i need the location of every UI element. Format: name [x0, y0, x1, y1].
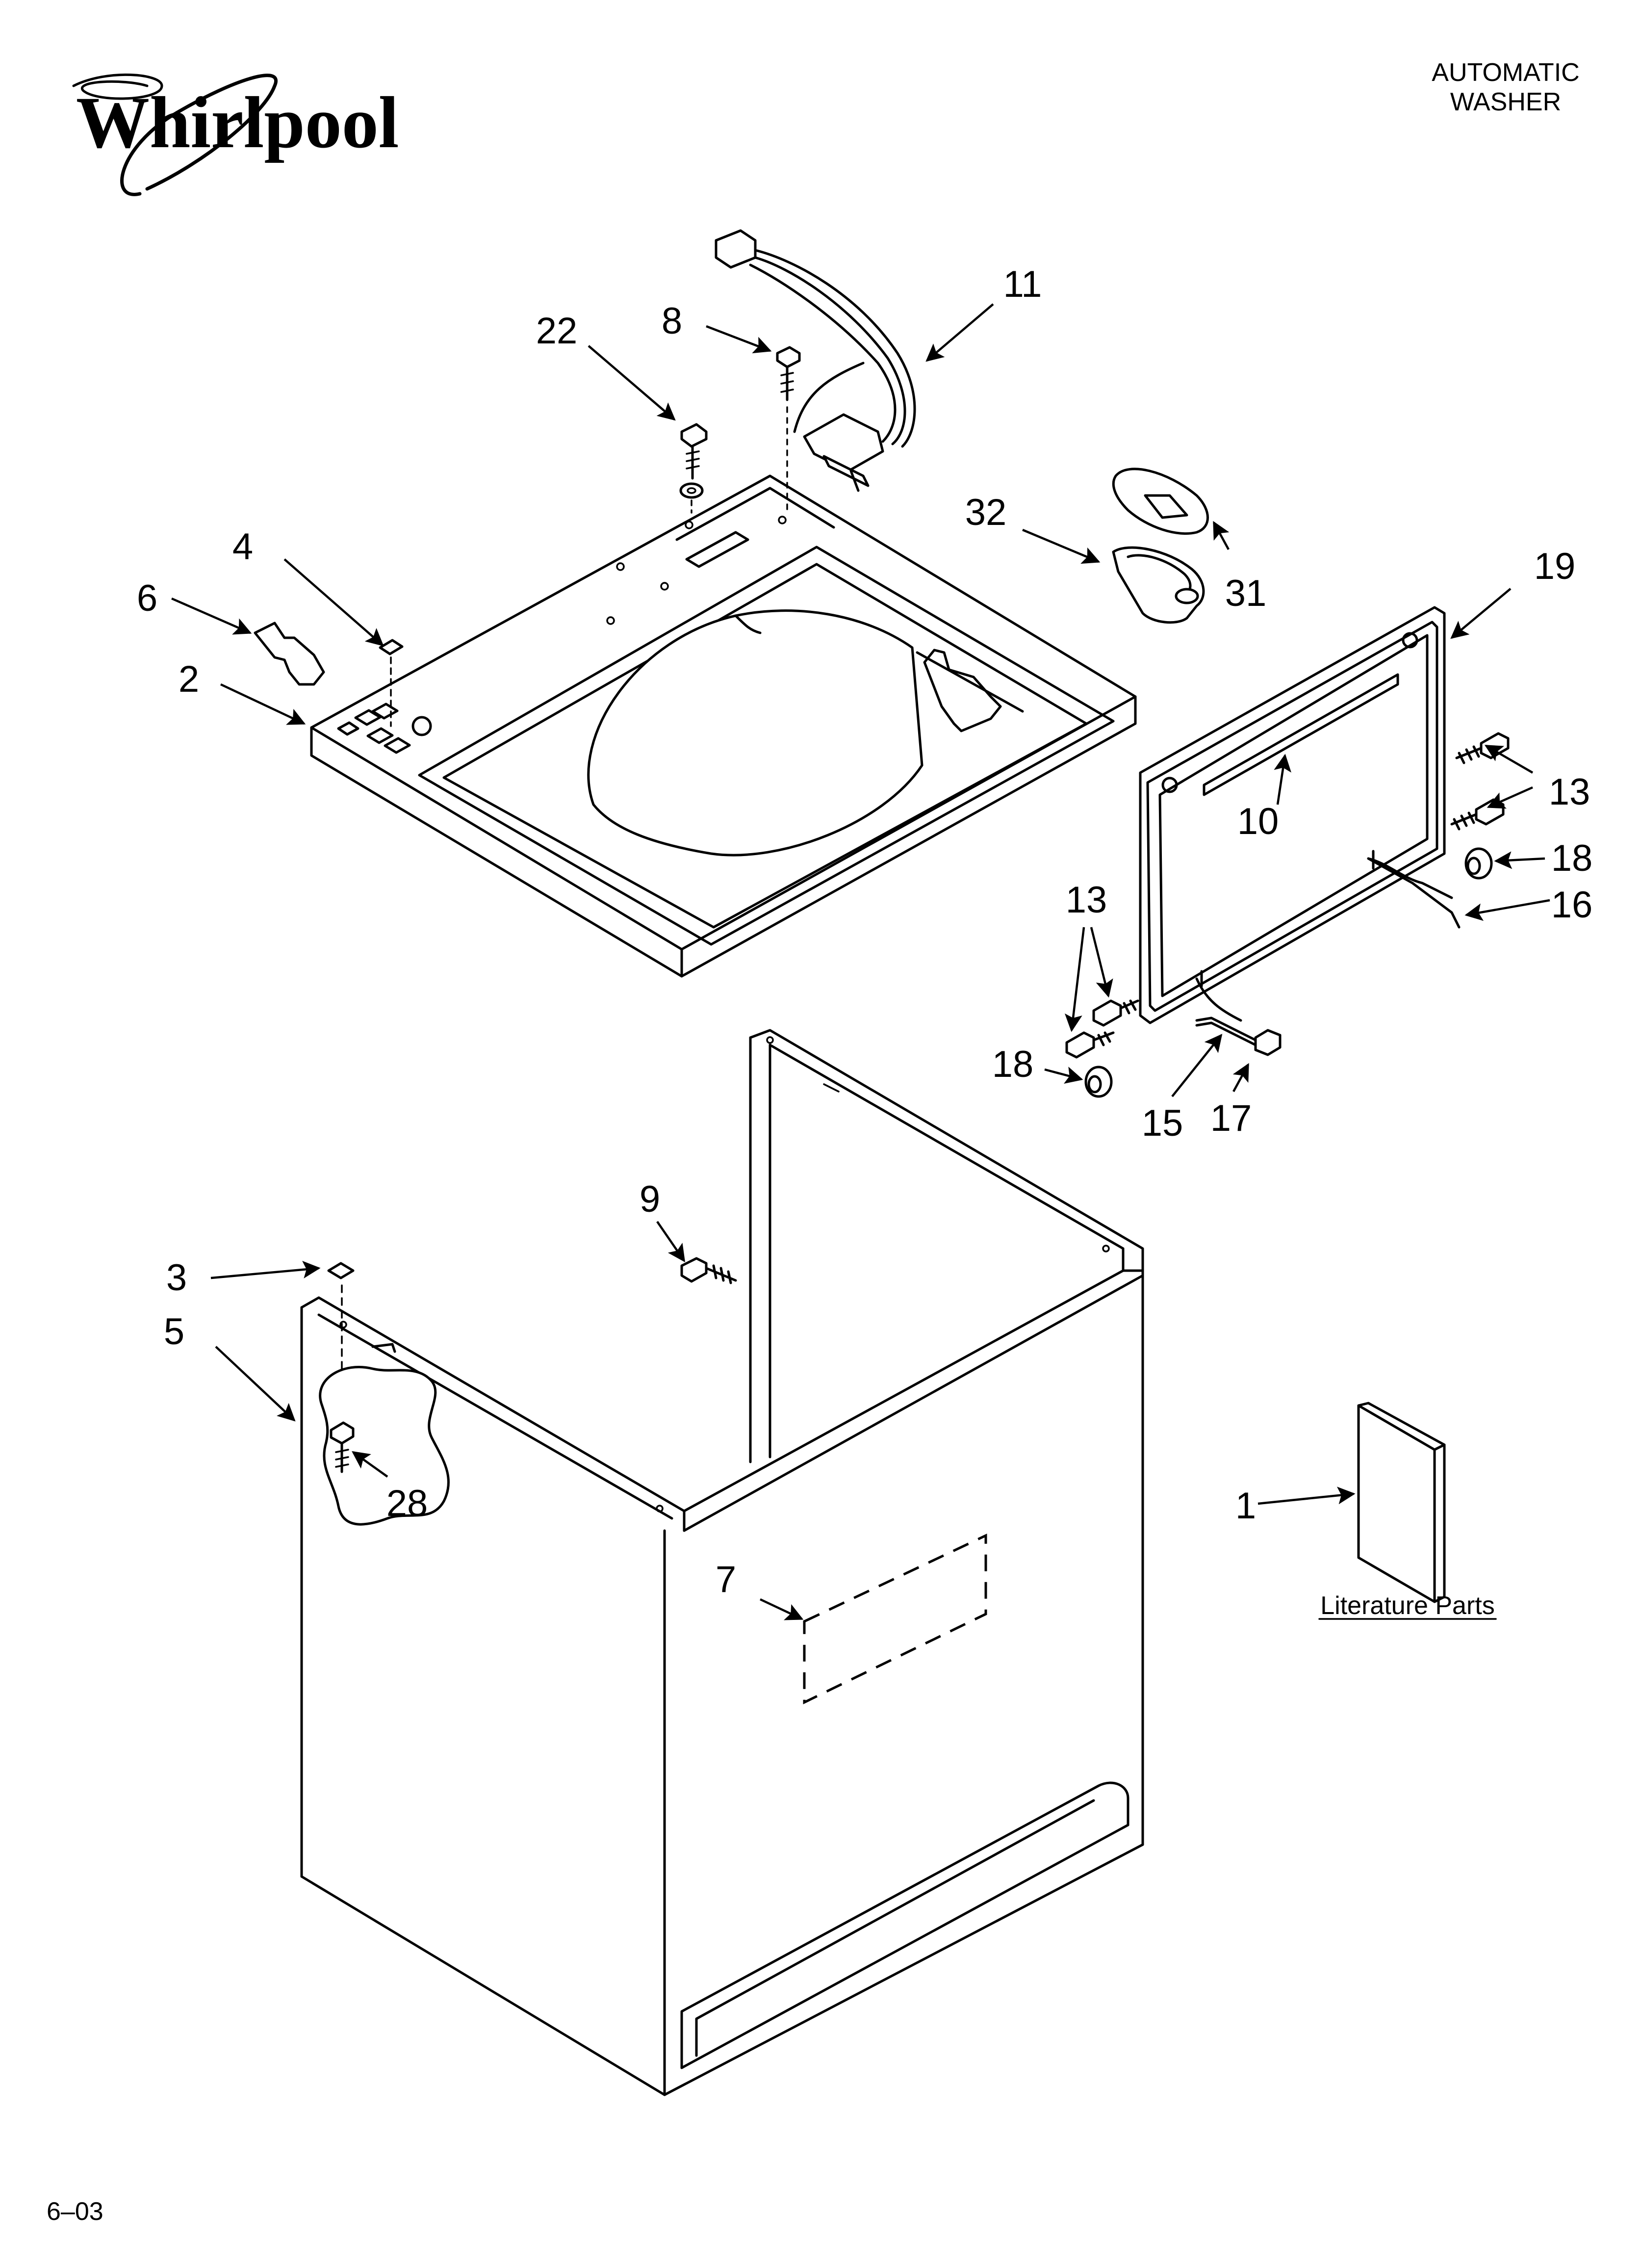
- logo-swoosh-icon: [120, 74, 278, 196]
- callout-3: 3: [166, 1257, 187, 1299]
- dispenser-cap-31-icon: [1112, 468, 1209, 535]
- literature-parts-label: Literature Parts: [1320, 1591, 1495, 1620]
- screw-8-icon: [776, 346, 801, 516]
- top-panel: [310, 474, 1137, 978]
- clip-4-icon: [379, 639, 404, 727]
- callout-18-right: 18: [1551, 837, 1593, 879]
- callout-2: 2: [179, 658, 199, 700]
- hinge-rod-16-icon: [1367, 857, 1461, 929]
- lid-screws-13-right-icon: [1450, 732, 1510, 831]
- callout-11: 11: [1003, 263, 1042, 305]
- callout-9: 9: [640, 1178, 660, 1220]
- bumper-17-icon: [1254, 1029, 1282, 1056]
- callout-28: 28: [386, 1483, 428, 1524]
- screw-9-icon: [680, 1257, 737, 1284]
- product-title-line2: WASHER: [1450, 88, 1561, 116]
- callout-1: 1: [1235, 1485, 1256, 1527]
- screw-22-icon: [679, 423, 708, 514]
- cabinet: [300, 1029, 1144, 2096]
- lid-screws-13-left-icon: [1065, 999, 1139, 1059]
- product-title-line1: AUTOMATIC: [1432, 58, 1579, 87]
- callout-7: 7: [716, 1559, 736, 1600]
- callout-17: 17: [1210, 1097, 1252, 1139]
- callout-31: 31: [1225, 573, 1267, 614]
- brand-name: Whirlpool: [76, 82, 399, 163]
- lid-switch-harness-icon: [715, 229, 916, 492]
- clip-3-icon: [327, 1262, 355, 1370]
- label-7-outline: [803, 1534, 987, 1704]
- literature-pack-icon: [1357, 1402, 1446, 1603]
- callout-16: 16: [1551, 884, 1593, 926]
- bumper-18-right-icon: [1464, 847, 1493, 880]
- callout-6: 6: [137, 577, 157, 619]
- date-code: 6–03: [47, 2197, 103, 2226]
- callout-22: 22: [536, 310, 578, 352]
- callout-4: 4: [232, 526, 253, 568]
- whirlpool-logo: Whirlpool: [72, 73, 399, 196]
- callout-13-right: 13: [1549, 771, 1591, 813]
- logo-swirl-icon: [72, 73, 163, 100]
- cutaway-view-28: [319, 1366, 450, 1526]
- leader-lines: [171, 303, 1550, 1620]
- callout-13-left: 13: [1066, 879, 1107, 921]
- callout-8: 8: [662, 300, 682, 342]
- clip-6-icon: [254, 622, 325, 686]
- callout-32: 32: [965, 492, 1007, 533]
- dispenser-cup-32-icon: [1112, 546, 1205, 624]
- callout-5: 5: [164, 1311, 184, 1353]
- callout-15: 15: [1142, 1102, 1183, 1144]
- callout-18-left: 18: [992, 1043, 1034, 1085]
- lid-assembly: [1139, 606, 1453, 1024]
- bumper-18-left-icon: [1084, 1066, 1113, 1098]
- callout-labels: 11 8 22 32 31 19 4 6 2 10 13 18 16 13 18…: [137, 263, 1592, 1600]
- callout-10: 10: [1237, 801, 1279, 842]
- callout-19: 19: [1534, 546, 1576, 587]
